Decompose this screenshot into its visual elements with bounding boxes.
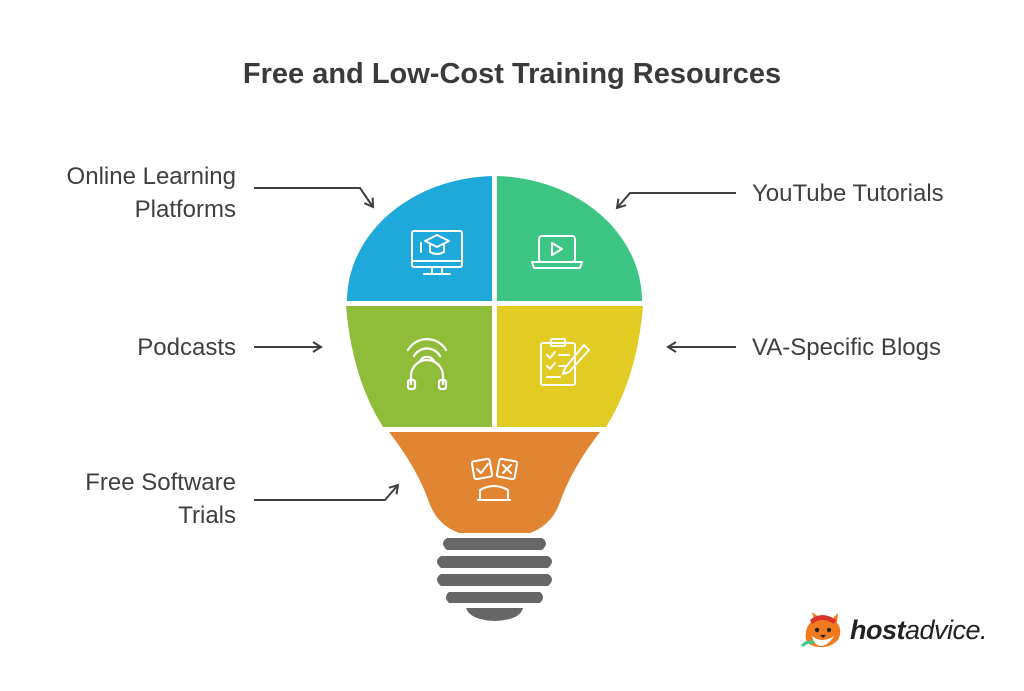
check-cross-cards-icon: [470, 457, 519, 501]
label-online-line1: Online Learning: [66, 163, 236, 190]
connector-arrows: [254, 187, 736, 501]
segment-free-trials: [389, 432, 600, 533]
graduate-monitor-icon: [411, 230, 463, 275]
logo-text-bold: host: [850, 614, 906, 645]
bulb-base: [437, 538, 552, 621]
logo-text-regular: advice.: [905, 614, 988, 645]
video-laptop-icon: [531, 235, 583, 269]
segment-podcasts: [346, 306, 492, 427]
label-online-learning-platforms: Online Learning Platforms: [67, 160, 236, 226]
label-free-software-trials: Free Software Trials: [85, 466, 236, 532]
label-youtube-tutorials: YouTube Tutorials: [752, 180, 944, 207]
arrow-free-trials: [254, 483, 400, 501]
label-va-specific-blogs: VA-Specific Blogs: [752, 334, 941, 361]
segment-online-learning: [346, 176, 492, 301]
page-title: Free and Low-Cost Training Resources: [242, 58, 782, 90]
logo-text: hostadvice.: [850, 614, 988, 646]
label-trials-line2: Trials: [178, 502, 236, 529]
segment-blogs: [497, 306, 643, 427]
hostadvice-logo: hostadvice.: [800, 610, 988, 650]
fox-mascot-icon: [800, 612, 841, 648]
arrow-youtube: [615, 192, 736, 210]
clipboard-pen-icon: [540, 338, 590, 386]
arrow-online-learning: [254, 187, 375, 209]
label-podcasts: Podcasts: [137, 334, 236, 361]
label-online-line2: Platforms: [134, 196, 236, 223]
label-trials-line1: Free Software: [85, 469, 236, 496]
headphones-signal-icon: [406, 337, 448, 391]
segment-youtube: [497, 176, 643, 301]
